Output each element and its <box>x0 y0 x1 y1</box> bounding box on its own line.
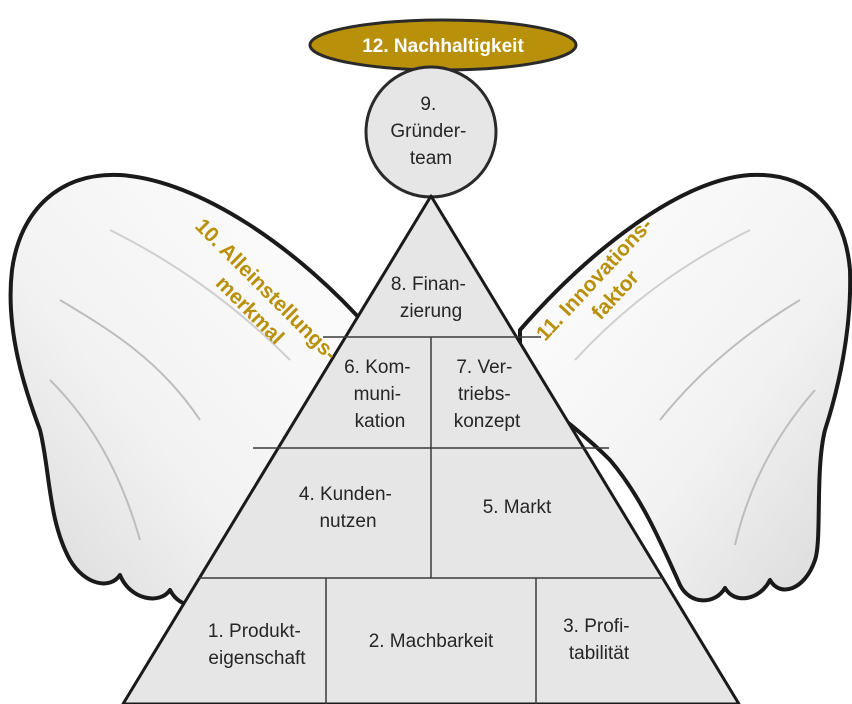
block-7-vertrieb: 7. Ver- triebs- konzept <box>454 357 521 432</box>
block-6-kommunikation: 6. Kom- muni- kation <box>344 357 416 432</box>
block-1-produkteigenschaft: 1. Produkt- eigenschaft <box>208 621 306 669</box>
block-3-profitabilitaet: 3. Profi- tabilität <box>563 616 635 664</box>
block-2-machbarkeit: 2. Machbarkeit <box>369 631 494 652</box>
halo-label: 12. Nachhaltigkeit <box>362 36 524 57</box>
block-4-kundennutzen: 4. Kunden- nutzen <box>299 484 397 532</box>
pyramid <box>121 194 741 704</box>
head-circle: 9. Gründer- team <box>364 65 498 199</box>
block-5-markt: 5. Markt <box>483 497 552 518</box>
head-label: 9. Gründer- team <box>390 94 471 169</box>
block-8-finanzierung: 8. Finan- zierung <box>391 274 471 322</box>
halo: 12. Nachhaltigkeit <box>308 18 578 72</box>
right-wing <box>518 172 852 603</box>
